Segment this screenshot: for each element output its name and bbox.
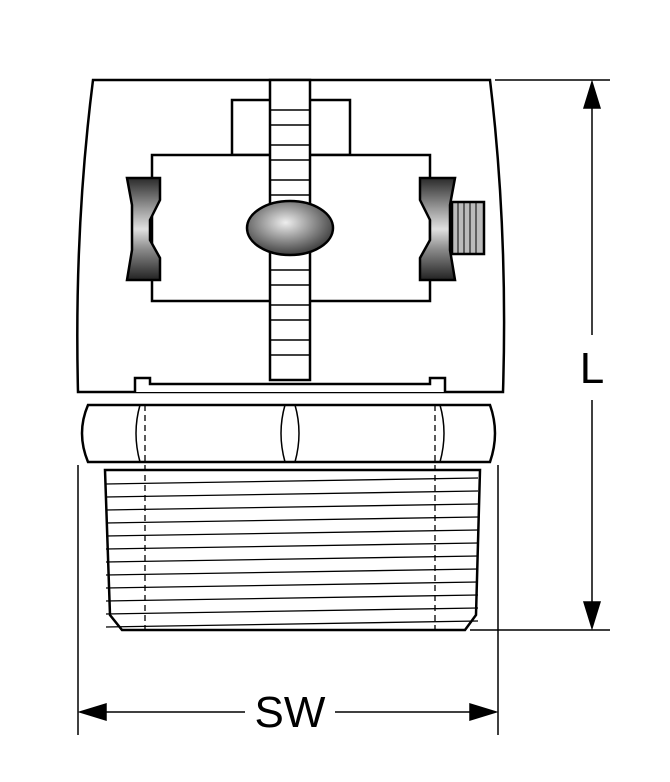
threaded-pin <box>450 200 486 256</box>
thread-line <box>105 477 479 485</box>
hex-nut <box>80 403 497 464</box>
thread <box>103 405 482 632</box>
thread-line <box>105 568 479 576</box>
thread-line <box>105 542 479 550</box>
thread-line <box>105 490 479 498</box>
left-knob <box>125 176 162 282</box>
dimension-sw-label: SW <box>255 688 326 737</box>
thread-line <box>105 516 479 524</box>
thread-line <box>105 503 479 511</box>
right-knob <box>418 176 457 282</box>
thread-line <box>105 607 479 615</box>
center-lug <box>245 199 335 257</box>
thread-line <box>105 594 479 602</box>
dimension-sw: SW <box>77 465 499 737</box>
dimension-l: L <box>470 79 610 631</box>
thread-line <box>105 620 479 628</box>
fitting-body <box>76 78 506 394</box>
thread-line <box>105 529 479 537</box>
thread-line <box>105 581 479 589</box>
thread-line <box>105 555 479 563</box>
dimension-l-label: L <box>580 344 604 393</box>
flange-plate <box>133 376 447 392</box>
